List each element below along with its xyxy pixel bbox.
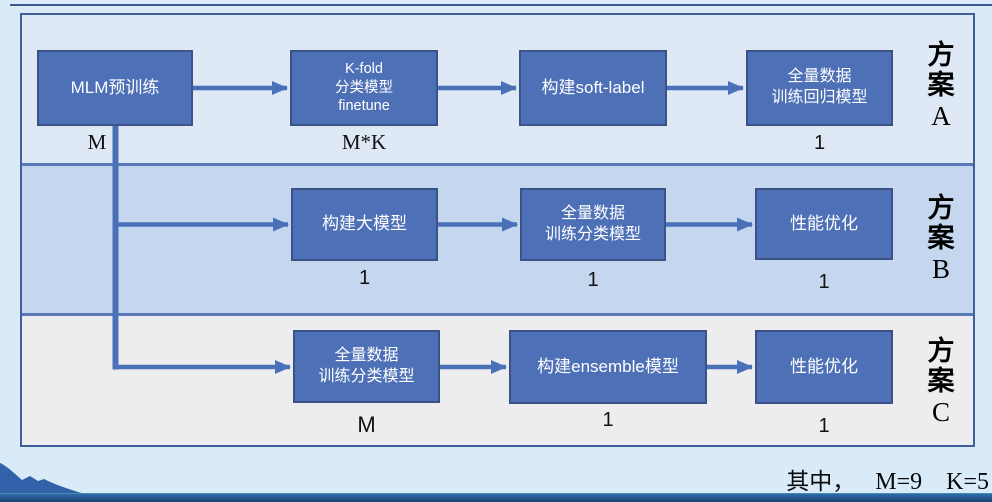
scheme-a-cn: 方案	[927, 40, 955, 101]
node-ensemble-model: 构建ensemble模型	[509, 330, 707, 404]
node-label: 构建soft-label	[541, 77, 645, 97]
node-label-line: 分类模型	[335, 79, 393, 96]
node-kfold-finetune: K-fold 分类模型 finetune	[290, 50, 438, 126]
node-soft-label: 构建soft-label	[519, 50, 667, 126]
node-label-line: 全量数据	[560, 204, 625, 222]
top-divider-line	[10, 4, 992, 6]
note-m-value: M=9	[875, 469, 923, 495]
scheme-b-cn: 方案	[927, 193, 955, 254]
count-perf-b: 1	[818, 271, 830, 293]
node-cls-train-b: 全量数据 训练分类模型	[520, 188, 666, 261]
node-label-line: 训练分类模型	[544, 225, 641, 243]
scheme-c-letter: C	[931, 397, 950, 428]
node-label-line: 全量数据	[787, 68, 852, 86]
bottom-edge-strip	[0, 493, 992, 502]
node-label-line: 全量数据	[334, 346, 399, 364]
node-label: 构建大模型	[322, 214, 407, 234]
scheme-b-label: 方案 B	[919, 193, 963, 285]
count-kfold: M*K	[341, 130, 387, 154]
count-mlm: M	[87, 130, 107, 154]
note-prefix: 其中，	[786, 468, 856, 494]
node-label-line: finetune	[338, 98, 390, 115]
count-regression: 1	[813, 132, 826, 154]
node-regression-train: 全量数据 训练回归模型	[746, 50, 893, 126]
node-label: MLM预训练	[70, 77, 160, 97]
count-ensemble: 1	[602, 409, 614, 431]
count-cls-b: 1	[587, 269, 599, 291]
count-big-model: 1	[358, 267, 371, 289]
node-mlm-pretrain: MLM预训练	[37, 50, 193, 126]
node-label: 性能优化	[790, 213, 858, 233]
count-cls-c: M	[357, 412, 376, 437]
scheme-c-label: 方案 C	[919, 336, 963, 428]
node-perf-opt-c: 性能优化	[755, 330, 893, 404]
node-label: 性能优化	[790, 356, 858, 376]
node-label-line: 训练回归模型	[771, 89, 868, 106]
parameters-note: 其中， M=9 K=5	[786, 462, 989, 496]
node-cls-train-c: 全量数据 训练分类模型	[293, 330, 440, 403]
node-big-model: 构建大模型	[291, 188, 438, 261]
mountain-decoration	[0, 463, 112, 502]
scheme-b-letter: B	[931, 254, 950, 285]
note-k-value: K=5	[946, 469, 989, 495]
node-label-line: 训练分类模型	[318, 367, 415, 385]
node-label-line: K-fold	[345, 60, 383, 77]
scheme-a-letter: A	[931, 101, 951, 132]
node-label: 构建ensemble模型	[537, 356, 679, 376]
node-perf-opt-b: 性能优化	[755, 188, 893, 260]
scheme-c-cn: 方案	[927, 336, 955, 397]
count-perf-c: 1	[818, 415, 830, 437]
scheme-a-label: 方案 A	[919, 40, 963, 132]
